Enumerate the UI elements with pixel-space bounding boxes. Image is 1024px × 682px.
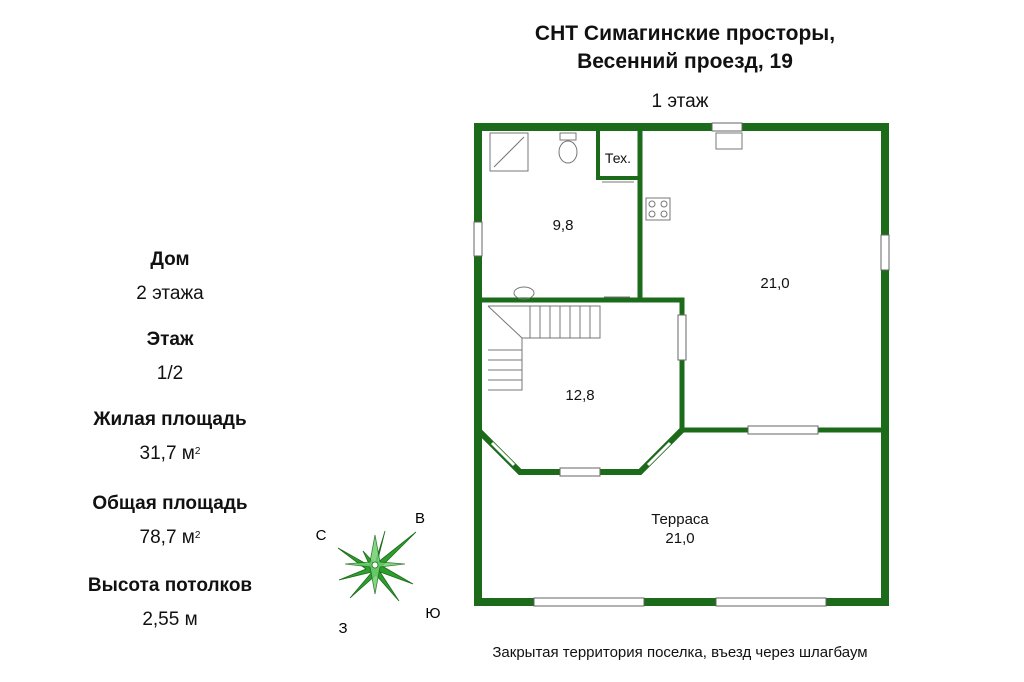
compass-rose: С В Ю З <box>316 510 441 637</box>
windows <box>473 122 890 607</box>
unit-sup: 2 <box>194 530 201 541</box>
info-floor: Этаж 1/2 <box>60 328 280 386</box>
compass-west: З <box>338 620 347 637</box>
window-kitchen-top <box>711 122 743 132</box>
info-value: 2 этажа <box>136 283 204 304</box>
wall-bay <box>473 425 687 475</box>
room-labels: 9,8 Тех. 21,0 12,8 Терраса 21,0 <box>553 150 790 547</box>
title-line-1: СНТ Симагинские просторы, <box>534 22 836 45</box>
info-label: Высота потолков <box>87 575 253 596</box>
info-value: 2,55 м <box>142 609 198 630</box>
info-label: Дом <box>150 249 190 270</box>
window-kitchen-right <box>880 234 890 271</box>
toilet-icon <box>558 140 578 164</box>
window-hall-right <box>677 314 687 361</box>
compass-east: В <box>415 510 425 527</box>
window-bay-right <box>646 441 672 467</box>
shower-icon <box>493 136 525 168</box>
window-terrace-left <box>533 597 645 607</box>
compass-star-icon <box>337 530 417 602</box>
info-value: 1/2 <box>156 363 184 384</box>
floor-label: 1 этаж <box>651 91 709 112</box>
title-line-2: Весенний проезд, 19 <box>577 50 793 73</box>
info-value: 78,7 м <box>139 527 195 548</box>
info-label: Этаж <box>146 329 194 350</box>
compass-south: Ю <box>425 605 440 622</box>
room-label-terrace: Терраса <box>651 511 709 528</box>
info-value-wrap: 31,7 м2 <box>60 442 280 466</box>
compass-north: С <box>316 527 327 544</box>
info-total-area: Общая площадь 78,7 м2 <box>60 492 280 550</box>
shower-icon <box>489 132 529 172</box>
info-floors: Дом 2 этажа <box>60 248 280 306</box>
window-bath-left <box>473 221 483 257</box>
window-bay-left <box>490 441 516 467</box>
stairs-icon <box>487 305 601 391</box>
info-ceiling-height: Высота потолков 2,55 м <box>60 574 280 632</box>
footer-note: Закрытая территория поселка, въезд через… <box>492 644 868 661</box>
info-label: Общая площадь <box>92 493 248 514</box>
info-living-area: Жилая площадь 31,7 м2 <box>60 408 280 466</box>
page-title: СНТ Симагинские просторы, Весенний проез… <box>460 20 910 76</box>
unit-sup: 2 <box>194 446 201 457</box>
stove-burner-icon <box>648 200 656 208</box>
window-bay-bottom <box>559 467 601 477</box>
room-area-terrace: 21,0 <box>665 530 694 547</box>
stove-icon <box>645 197 671 221</box>
window-terrace-right <box>715 597 827 607</box>
room-area-bathroom: 9,8 <box>553 217 574 234</box>
info-value: 31,7 м <box>139 443 195 464</box>
room-area-kitchen: 21,0 <box>760 275 789 292</box>
info-value-wrap: 78,7 м2 <box>60 526 280 550</box>
stove-burner-icon <box>660 200 668 208</box>
fixtures <box>487 132 743 391</box>
window-kitchen-bottom <box>747 425 819 435</box>
stove-burner-icon <box>648 210 656 218</box>
room-area-hall: 12,8 <box>565 387 594 404</box>
sink-icon <box>513 286 535 300</box>
toilet-tank-icon <box>559 132 577 141</box>
stove-burner-icon <box>660 210 668 218</box>
info-label: Жилая площадь <box>93 409 247 430</box>
kitchen-sink-icon <box>715 132 743 150</box>
room-label-tech: Тех. <box>605 150 631 166</box>
